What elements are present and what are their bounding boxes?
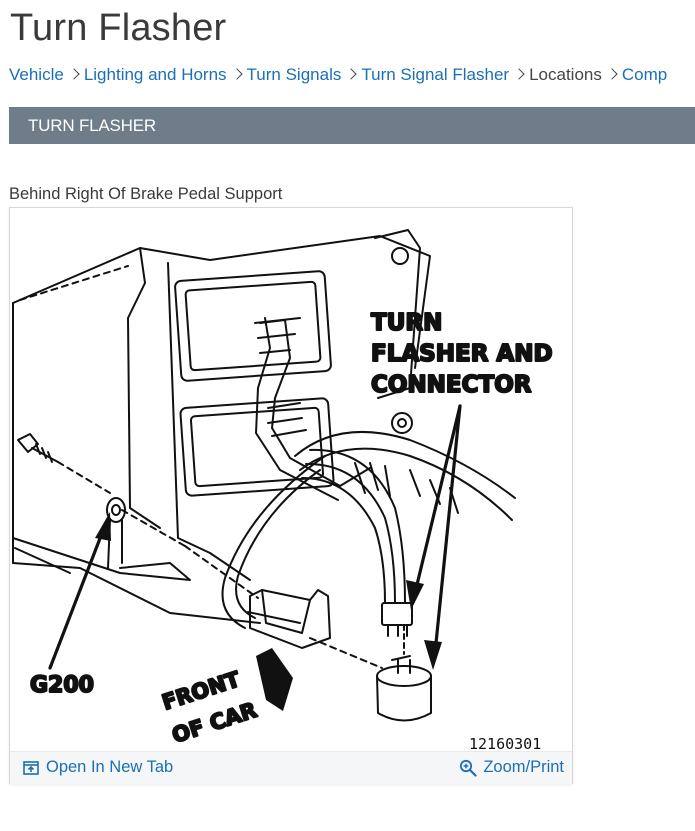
breadcrumb-turn-signals[interactable]: Turn Signals [246, 65, 342, 84]
label-g200: G200 [30, 673, 94, 698]
turn-flasher-diagram: TURN FLASHER AND CONNECTOR G200 FRONT OF… [12, 229, 554, 752]
callout-arrows [48, 404, 462, 670]
chevron-right-icon [64, 67, 84, 83]
turn-flasher-unit [376, 624, 432, 722]
zoom-print-button[interactable]: Zoom/Print [459, 758, 564, 777]
label-connector: CONNECTOR [371, 372, 532, 398]
section-header: TURN FLASHER [9, 107, 695, 144]
open-in-new-tab-label: Open In New Tab [46, 758, 174, 776]
chevron-right-icon [227, 67, 247, 83]
breadcrumb-components[interactable]: Comp [621, 65, 668, 84]
label-flasher-and: FLASHER AND [371, 341, 553, 367]
section-title: TURN FLASHER [28, 115, 156, 135]
bolt [17, 433, 111, 494]
zoom-in-icon [460, 759, 477, 777]
open-in-new-tab-button[interactable]: Open In New Tab [22, 758, 173, 777]
breadcrumb-turn-signal-flasher[interactable]: Turn Signal Flasher [361, 65, 510, 84]
open-in-new-tab-icon [23, 760, 39, 775]
figure-caption: Behind Right Of Brake Pedal Support [9, 185, 283, 203]
ground-eyelet [106, 497, 186, 569]
connector [301, 448, 413, 637]
arrowheads [95, 512, 442, 711]
figure-footer: Open In New Tab Zoom/Print [10, 751, 572, 784]
flasher-bracket-clip [184, 545, 383, 669]
wire-harness [221, 317, 516, 629]
breadcrumb-vehicle[interactable]: Vehicle [9, 65, 64, 84]
chevron-right-icon [602, 67, 622, 83]
component-location-figure: TURN FLASHER AND CONNECTOR G200 FRONT OF… [9, 207, 573, 784]
zoom-print-label: Zoom/Print [483, 758, 564, 776]
breadcrumb-lighting-and-horns[interactable]: Lighting and Horns [83, 65, 227, 84]
chevron-right-icon [341, 67, 361, 83]
label-turn: TURN [371, 310, 442, 336]
breadcrumb: Vehicle Lighting and Horns Turn Signals … [9, 64, 695, 86]
pedal-support-bracket [12, 229, 431, 624]
figure-number: 12160301 [469, 735, 541, 752]
page-title: Turn Flasher [10, 7, 227, 49]
chevron-right-icon [509, 67, 529, 83]
breadcrumb-locations: Locations [529, 65, 602, 84]
